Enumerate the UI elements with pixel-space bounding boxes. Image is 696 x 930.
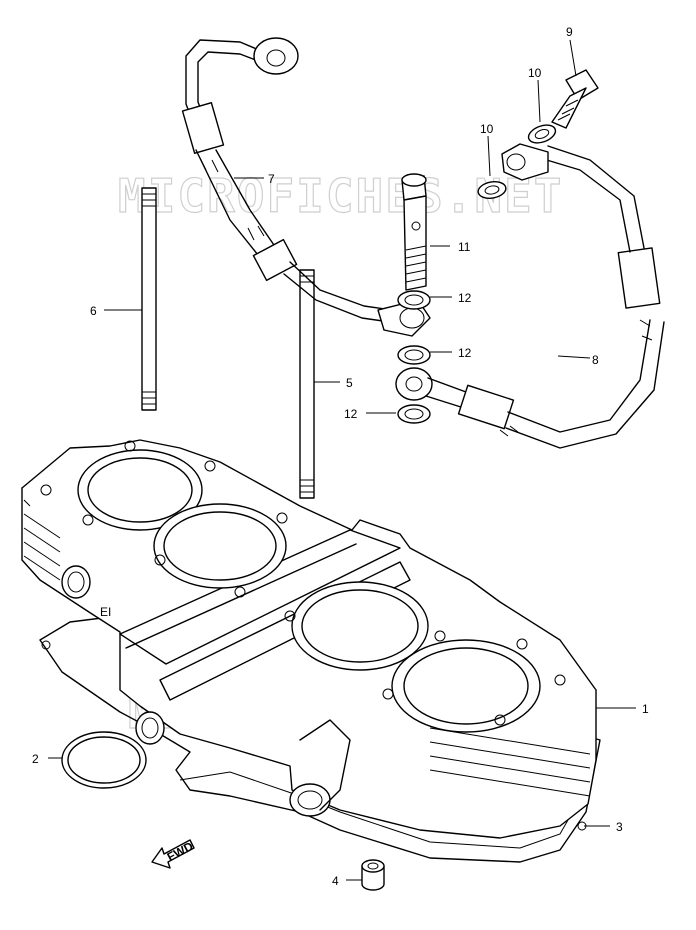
callout-6: 6 — [90, 304, 97, 318]
callout-8: 8 — [592, 353, 599, 367]
callout-1: 1 — [642, 702, 649, 716]
callout-10-b: 10 — [480, 122, 494, 136]
washer-10-b — [477, 181, 507, 199]
callout-10-a: 10 — [528, 66, 542, 80]
stud-bolt-5 — [299, 269, 315, 499]
callout-2: 2 — [32, 752, 39, 766]
leader-lines — [48, 39, 636, 881]
dowel-pin — [361, 859, 385, 891]
union-bolt-9 — [551, 69, 599, 129]
callout-9: 9 — [566, 25, 573, 39]
washer-10-a — [527, 124, 557, 144]
washer-12-lower — [397, 404, 431, 424]
callout-12-b: 12 — [458, 346, 472, 360]
callout-11: 11 — [458, 240, 471, 254]
oil-hose-8 — [395, 143, 665, 449]
block-marking: EI — [100, 605, 111, 619]
callout-3: 3 — [616, 820, 623, 834]
washer-12-upper — [397, 290, 431, 310]
callout-12-a: 12 — [458, 291, 472, 305]
washer-12-middle — [397, 345, 431, 365]
o-ring — [61, 731, 147, 789]
callout-5: 5 — [346, 376, 353, 390]
fwd-arrow: FWD — [151, 839, 196, 869]
callout-4: 4 — [332, 874, 339, 888]
callout-12-c: 12 — [344, 407, 358, 421]
stud-bolt-6 — [141, 187, 157, 411]
callout-7: 7 — [268, 172, 275, 186]
cylinder-block: EI — [21, 439, 597, 839]
union-bolt-11 — [401, 173, 427, 291]
